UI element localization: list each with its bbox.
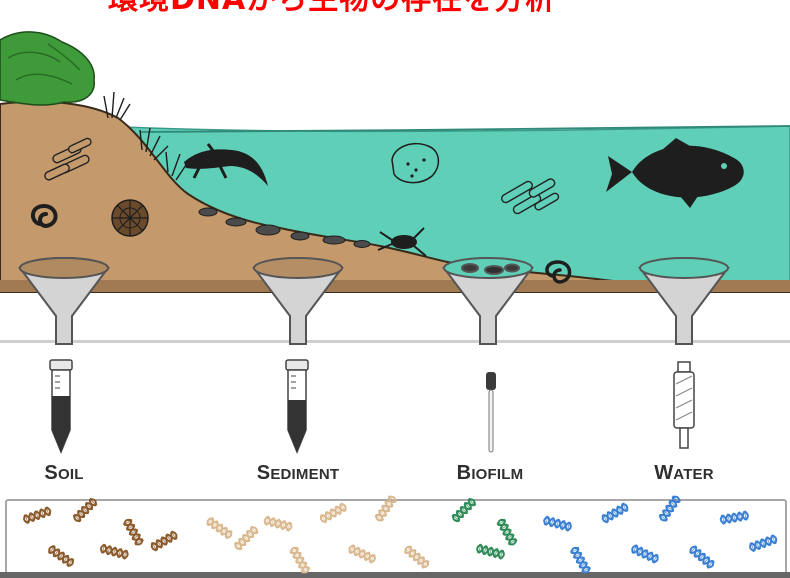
- dna-helix-icon: [689, 545, 716, 569]
- sample-label-soil: SOIL: [44, 462, 83, 485]
- sample-label-biofilm-initial: B: [457, 462, 472, 484]
- dna-helix-icon: [47, 545, 75, 568]
- sample-label-sediment-initial: S: [257, 462, 271, 484]
- sample-label-water-rest: ATER: [673, 466, 714, 483]
- dna-helix-icon: [206, 517, 234, 540]
- banner-title: 環境DNAから生物の存在を分析: [108, 0, 788, 14]
- dna-helix-icon: [100, 544, 129, 559]
- dna-helix-icon: [749, 535, 778, 552]
- sample-label-sediment: SEDIMENT: [257, 462, 339, 485]
- dna-helix-icon: [658, 495, 681, 523]
- dna-helix-icon: [631, 544, 660, 563]
- dna-helix-icon: [72, 497, 97, 522]
- sample-label-soil-initial: S: [44, 462, 58, 484]
- dna-helix-icon: [720, 511, 749, 524]
- sample-label-sediment-rest: EDIMENT: [270, 466, 339, 483]
- dna-helix-icon: [123, 518, 144, 546]
- dna-helix-icon: [289, 546, 310, 574]
- dna-helix-icon: [451, 497, 476, 522]
- dna-helix-icon: [348, 544, 377, 563]
- dna-helix-icon: [233, 525, 258, 550]
- sample-label-biofilm-rest: IOFILM: [471, 466, 523, 483]
- sample-label-water: WATER: [654, 462, 714, 485]
- sample-label-biofilm: BIOFILM: [457, 462, 524, 485]
- dna-helix-icon: [150, 531, 178, 552]
- sample-label-soil-rest: OIL: [58, 466, 84, 483]
- dna-helix-icon: [570, 546, 591, 574]
- sample-label-water-initial: W: [654, 462, 673, 484]
- dna-helix-icon: [476, 544, 505, 559]
- dna-helix-icon: [543, 516, 572, 531]
- dna-helix-icon: [497, 518, 518, 546]
- dna-helix-icon: [319, 503, 347, 524]
- dna-helix-icon: [403, 545, 430, 569]
- dna-helix-icon: [264, 516, 293, 531]
- dna-helix-icon: [23, 507, 52, 524]
- dna-helix-icon: [374, 495, 397, 523]
- dna-helix-icon: [601, 503, 629, 524]
